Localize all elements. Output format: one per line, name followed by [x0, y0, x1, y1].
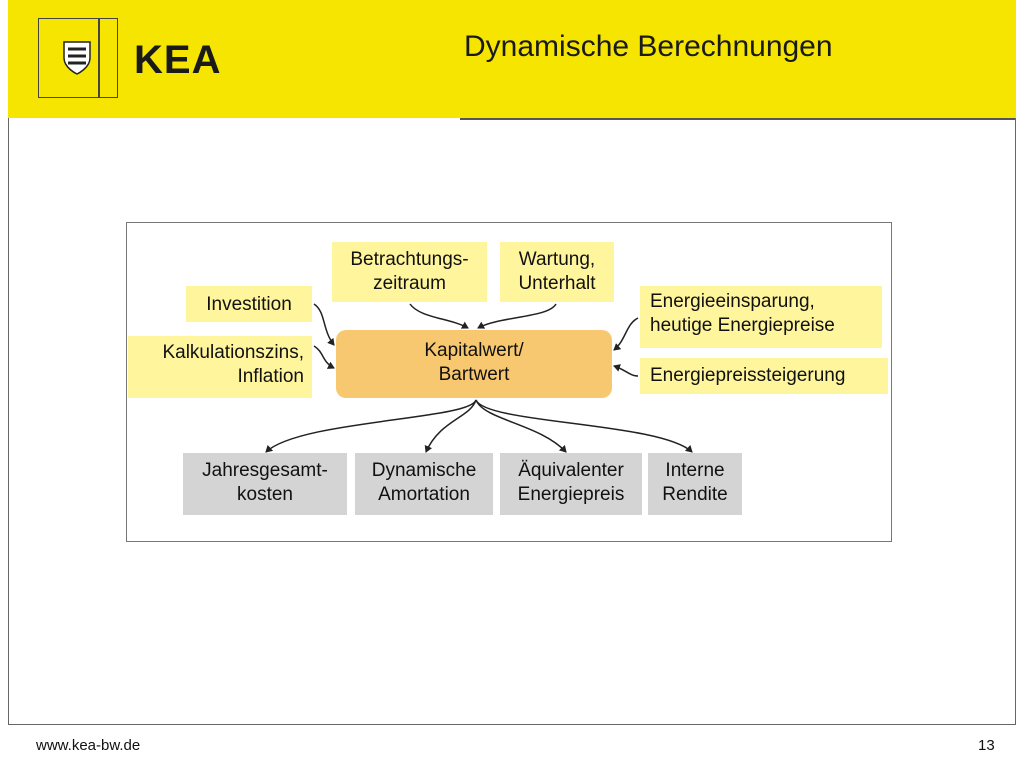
- core-line1: Kapitalwert/: [424, 340, 524, 361]
- output-dynamische-amortation: Dynamische Amortation: [355, 453, 493, 515]
- output-jahres-line2: kosten: [237, 483, 293, 505]
- input-investition: Investition: [186, 286, 312, 322]
- output-amort-line2: Amortation: [378, 483, 470, 505]
- input-kalkulationszins: Kalkulationszins, Inflation: [128, 336, 312, 398]
- input-einsparung-line1: Energieeinsparung,: [650, 291, 815, 312]
- output-interne-rendite: Interne Rendite: [648, 453, 742, 515]
- core-line2: Bartwert: [438, 363, 510, 385]
- slide-frame: [8, 118, 1016, 725]
- coat-of-arms-icon: [63, 41, 91, 75]
- output-aequivalenter-energiepreis: Äquivalenter Energiepreis: [500, 453, 642, 515]
- footer-url: www.kea-bw.de: [36, 737, 141, 754]
- input-betrachtung-line1: Betrachtungs-: [350, 249, 469, 270]
- input-energiepreissteigerung: Energiepreissteigerung: [640, 358, 888, 394]
- input-wartung-line1: Wartung,: [518, 249, 596, 270]
- input-wartung-line2: Unterhalt: [518, 272, 596, 294]
- output-aequi-line1: Äquivalenter: [518, 460, 624, 481]
- output-rendite-line2: Rendite: [662, 483, 728, 505]
- output-rendite-line1: Interne: [665, 460, 725, 481]
- header-divider: [460, 118, 1016, 120]
- core-kapitalwert: Kapitalwert/ Bartwert: [336, 330, 612, 398]
- logo-frame: [38, 18, 118, 98]
- input-betrachtungszeitraum: Betrachtungs- zeitraum: [332, 242, 487, 302]
- input-energieeinsparung: Energieeinsparung, heutige Energiepreise: [640, 286, 882, 348]
- logo-text: KEA: [134, 38, 222, 82]
- output-amort-line1: Dynamische: [371, 460, 477, 481]
- output-jahres-line1: Jahresgesamt-: [202, 460, 328, 481]
- page-title: Dynamische Berechnungen: [464, 30, 833, 63]
- input-kalkulationszins-line2: Inflation: [237, 365, 304, 387]
- input-preissteigerung-label: Energiepreissteigerung: [650, 365, 846, 386]
- logo-divider: [98, 18, 100, 98]
- input-kalkulationszins-line1: Kalkulationszins,: [162, 342, 304, 363]
- output-jahresgesamtkosten: Jahresgesamt- kosten: [183, 453, 347, 515]
- input-investition-label: Investition: [206, 294, 292, 315]
- input-einsparung-line2: heutige Energiepreise: [650, 314, 835, 336]
- input-wartung: Wartung, Unterhalt: [500, 242, 614, 302]
- output-aequi-line2: Energiepreis: [517, 483, 625, 505]
- page-number: 13: [978, 737, 995, 754]
- header-band: [8, 0, 1016, 118]
- input-betrachtung-line2: zeitraum: [373, 272, 446, 294]
